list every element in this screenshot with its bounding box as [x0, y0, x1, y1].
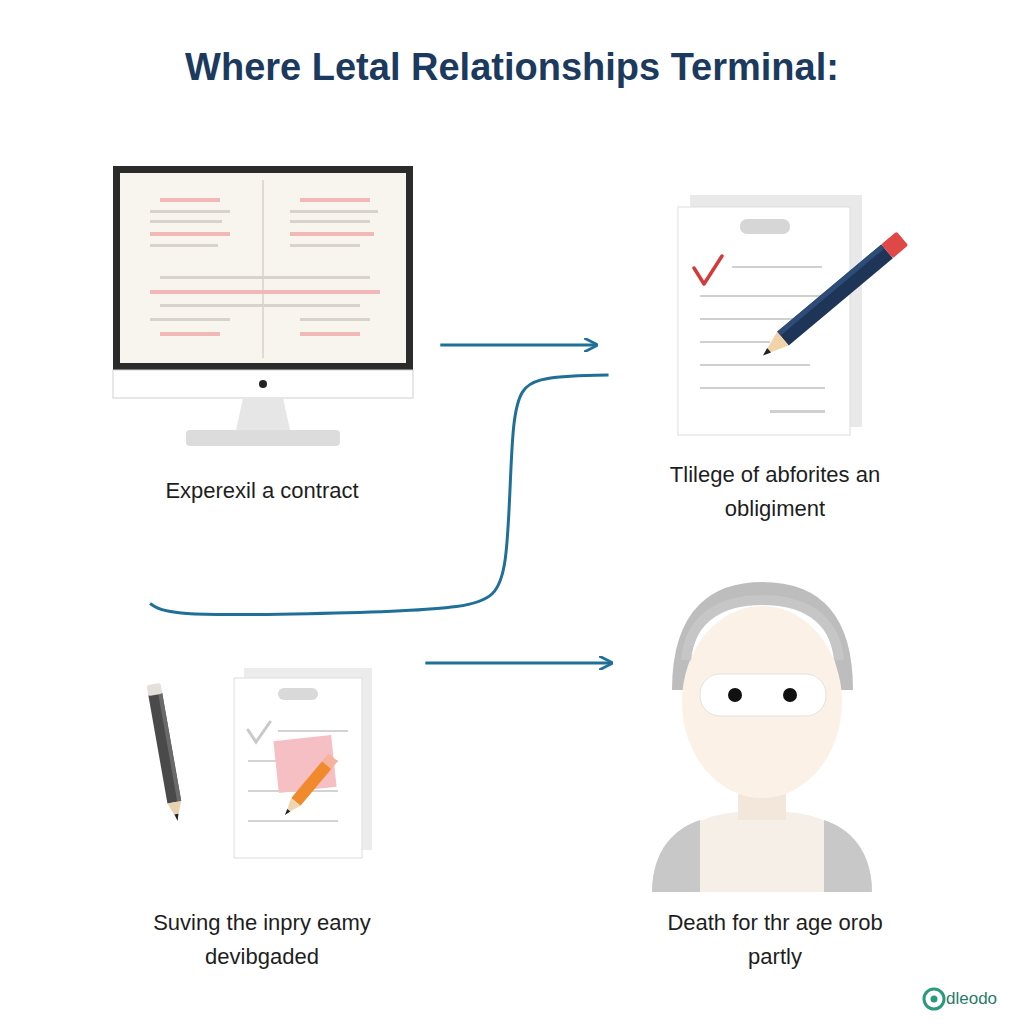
- monitor-illustration: [113, 166, 413, 446]
- circle-fill: [589, 106, 961, 478]
- node-caption: Suving the inpry eamy devibgaded: [137, 906, 387, 974]
- flow-connector: [440, 344, 596, 347]
- circle-fill: [589, 566, 961, 938]
- logo-label: dleodo: [946, 989, 997, 1009]
- circle-node: Suving the inpry eamy devibgaded: [76, 566, 448, 938]
- document-illustration: [678, 195, 908, 435]
- flow-connector: [425, 662, 611, 665]
- note-illustration: [147, 668, 372, 858]
- circle-node: Tlilege of abforites an obligiment: [589, 106, 961, 478]
- circle-outline: [76, 566, 448, 938]
- node-caption: Tlilege of abforites an obligiment: [659, 458, 891, 526]
- circle-node: Death for thr age orob partly: [589, 566, 961, 938]
- diagram-title: Where Letal Relationships Terminal:: [0, 46, 1024, 89]
- logo-icon: [924, 989, 944, 1009]
- circle-fill: [76, 106, 448, 478]
- node-caption: Death for thr age orob partly: [667, 906, 883, 974]
- circle-outline: [589, 566, 961, 938]
- person-illustration: [652, 590, 872, 892]
- circle-node: Experexil a contract: [76, 106, 448, 478]
- circle-outline: [589, 106, 961, 478]
- circle-outline: [76, 106, 448, 478]
- circle-fill: [76, 566, 448, 938]
- node-caption: Experexil a contract: [112, 474, 412, 508]
